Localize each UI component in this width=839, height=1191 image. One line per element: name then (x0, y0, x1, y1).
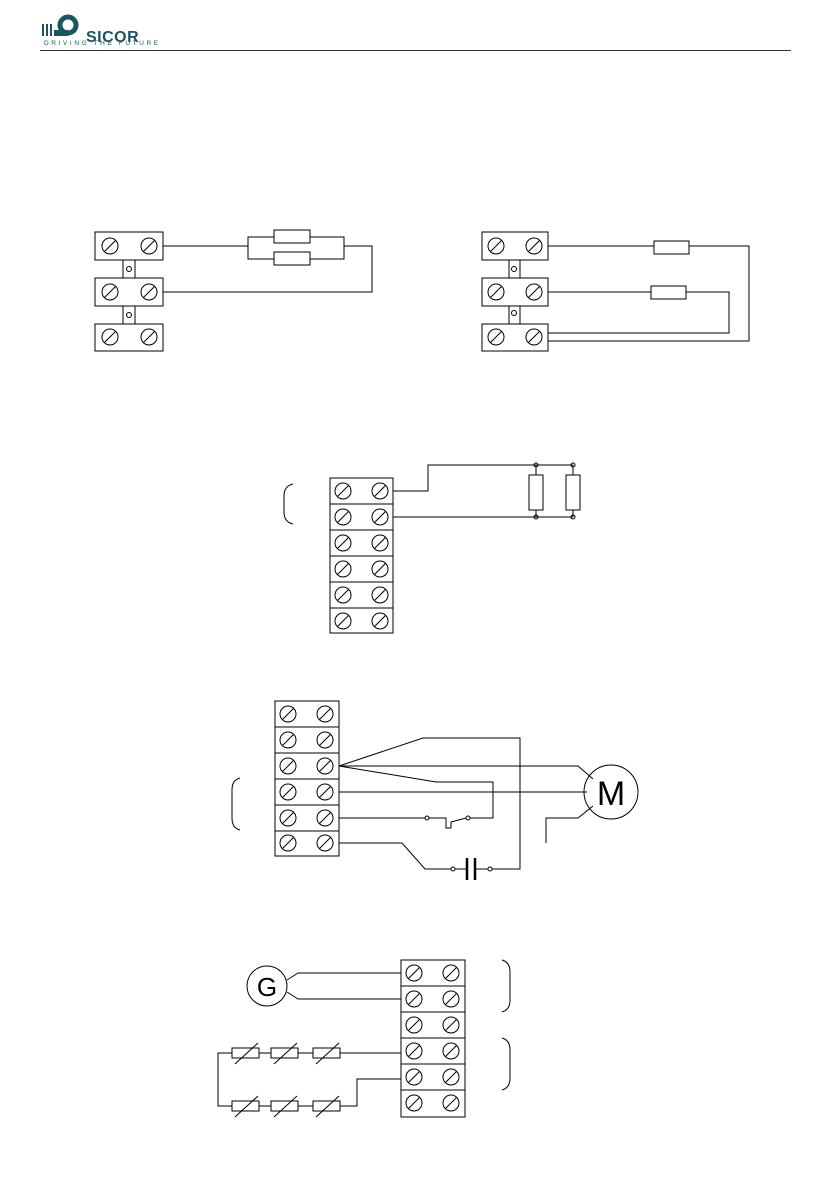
generator-label: G (257, 972, 277, 1002)
terminal-diagram-2 (482, 232, 749, 351)
generator-diagram: G (218, 960, 510, 1117)
terminal-diagram-3 (284, 463, 580, 633)
motor-diagram: M (232, 701, 638, 880)
motor-label: M (597, 775, 625, 813)
terminal-diagram-1 (95, 230, 372, 351)
